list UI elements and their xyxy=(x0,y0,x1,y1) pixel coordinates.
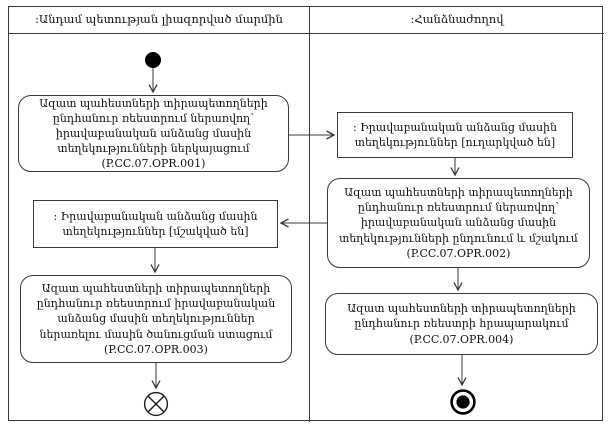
flow-final-node-icon xyxy=(143,391,169,417)
object-node-processed: : Իրավաբանական անձանց մասին տեղեկություն… xyxy=(33,200,278,248)
lane-divider xyxy=(309,6,310,422)
action-opr-003: Ազատ պահեստների տիրապետողների ընդհանուր … xyxy=(20,275,292,363)
object-node-sent: : Իրավաբանական անձանց մասին տեղեկություն… xyxy=(337,112,573,158)
action-opr-004: Ազատ պահեստների տիրապետողների ընդհանուր … xyxy=(325,293,598,355)
lane-title-commission: :Հանձնաժողով xyxy=(410,12,504,26)
initial-node-icon xyxy=(145,52,161,68)
lane-title-member-state-body: :Անդամ պետության լիազորված մարմին xyxy=(35,12,283,26)
action-opr-001: Ազատ պահեստների տիրապետողների ընդհանուր … xyxy=(18,95,289,172)
lane-header-separator xyxy=(8,33,604,34)
action-opr-002: Ազատ պահեստների տիրապետողների ընդհանուր … xyxy=(327,178,590,268)
diagram-frame xyxy=(8,6,603,421)
activity-final-node-icon xyxy=(450,389,476,415)
